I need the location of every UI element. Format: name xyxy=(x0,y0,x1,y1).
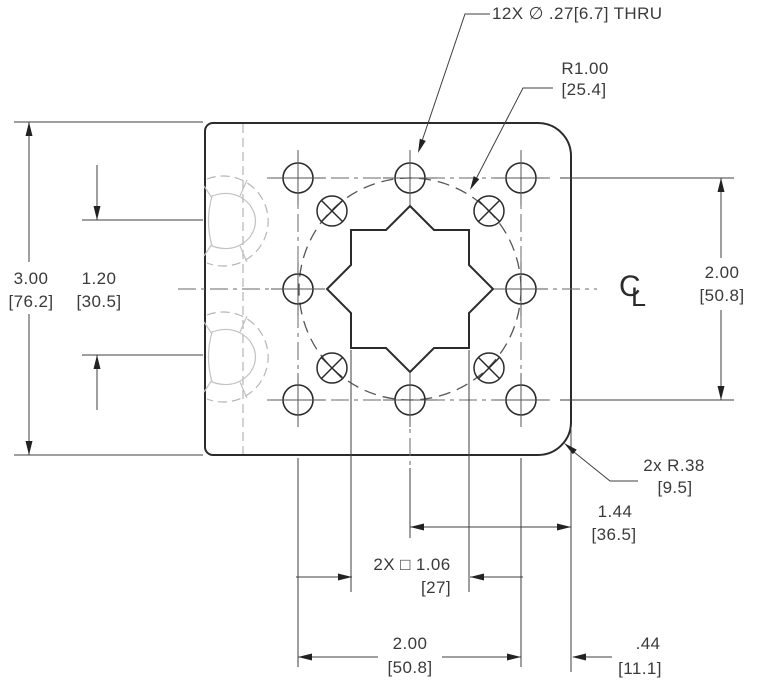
hole-x xyxy=(316,352,348,384)
extension-lines xyxy=(14,121,734,672)
leader-corner-radius xyxy=(573,451,638,482)
holes-plus-crosshairs xyxy=(271,151,548,427)
corner-radius-metric: [9.5] xyxy=(655,478,695,498)
ghost-knob-lower xyxy=(203,311,269,403)
right-edge-offset-metric: [11.1] xyxy=(616,659,664,679)
hidden-feature-lines xyxy=(203,124,269,454)
hole-span-horizontal-metric: [50.8] xyxy=(385,658,435,678)
hole-x xyxy=(473,195,505,227)
hole-span-horizontal-label: 2.00 xyxy=(390,634,430,654)
centerline-symbol-l: L xyxy=(631,282,647,312)
bolt-circle-radius-label: R1.00 xyxy=(559,59,611,79)
holes-x xyxy=(316,195,505,384)
hole-x xyxy=(316,195,348,227)
leader-bolt-circle xyxy=(475,87,553,180)
overall-height-label: 3.00 xyxy=(11,269,51,289)
boss-spacing-metric: [30.5] xyxy=(74,292,124,312)
leader-lines xyxy=(421,13,638,482)
corner-radius-label: 2x R.38 xyxy=(641,456,707,476)
leader-arrowheads xyxy=(418,138,577,455)
center-to-right-edge-metric: [36.5] xyxy=(589,525,639,545)
square-cutout-label: 2X □ 1.06 xyxy=(371,555,453,575)
hole-span-vertical-metric: [50.8] xyxy=(697,286,747,306)
right-edge-offset-label: .44 xyxy=(633,634,663,654)
hole-x xyxy=(473,352,505,384)
center-to-right-edge-label: 1.44 xyxy=(595,502,635,522)
square-cutout-metric: [27] xyxy=(419,578,453,598)
boss-spacing-label: 1.20 xyxy=(79,269,119,289)
holes xyxy=(271,151,548,427)
ghost-knob-upper xyxy=(203,175,269,267)
centerline-symbol-c: C xyxy=(619,270,641,303)
hole-span-vertical-label: 2.00 xyxy=(702,263,742,283)
bolt-circle-radius-metric: [25.4] xyxy=(559,80,609,100)
dimension-arrowheads xyxy=(25,122,725,661)
holes-callout-label: 12X ∅ .27[6.7] THRU xyxy=(490,4,665,24)
overall-height-metric: [76.2] xyxy=(6,292,56,312)
leader-holes-callout xyxy=(421,13,495,142)
star-cutout xyxy=(325,204,495,374)
